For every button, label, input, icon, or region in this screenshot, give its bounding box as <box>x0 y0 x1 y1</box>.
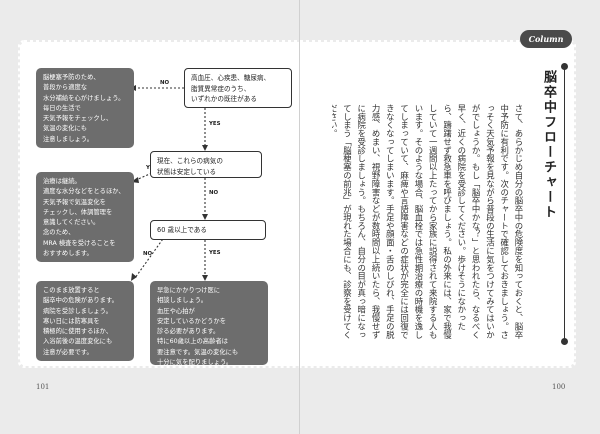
label-yes-3: YES <box>209 250 221 256</box>
page-number-left: 101 <box>36 383 50 391</box>
advice-box-danger: このまま放置すると 脳卒中の危険があります。 病院を受診しましょう。 寒い日には… <box>36 281 134 361</box>
question-box-history: 高血圧、心疾患、糖尿病、 脂質異常症のうち、 いずれかの既往がある <box>184 68 292 108</box>
advice-box-prevention: 脳梗塞予防のため、 普段から適度な 水分補給を心がけましょう。 毎日の生活で 天… <box>36 68 134 148</box>
article-body: さて、あらかじめ自分の脳卒中の危険度を知っておくと、脳卒中予防に有利です。次のチ… <box>332 104 524 339</box>
advice-box-treatment: 治療は継続。 適度な水分などをとるほか、 天気予報で気温変化を チェックし、体調… <box>36 172 134 262</box>
column-tag: Column <box>520 30 572 48</box>
article-title: 脳卒中フローチャート <box>541 70 556 220</box>
label-no-2: NO <box>209 190 219 196</box>
page-fold <box>299 0 300 434</box>
title-rule-dot-bottom <box>561 338 568 345</box>
title-rule <box>564 66 565 342</box>
advice-box-consult: 早急にかかりつけ医に 相談しましょう。 血圧や心拍が 安定しているかどうかを 診… <box>150 281 268 366</box>
title-rule-dot-top <box>561 63 568 70</box>
label-no-3: NO <box>143 251 153 257</box>
card-border <box>18 40 576 368</box>
label-no-1: NO <box>160 80 170 86</box>
question-box-age: 60 歳以上である <box>150 220 266 240</box>
question-box-stable: 現在、これらの病気の 状態は安定している <box>150 151 262 178</box>
label-yes-1: YES <box>209 121 221 127</box>
page-number-right: 100 <box>552 383 566 391</box>
